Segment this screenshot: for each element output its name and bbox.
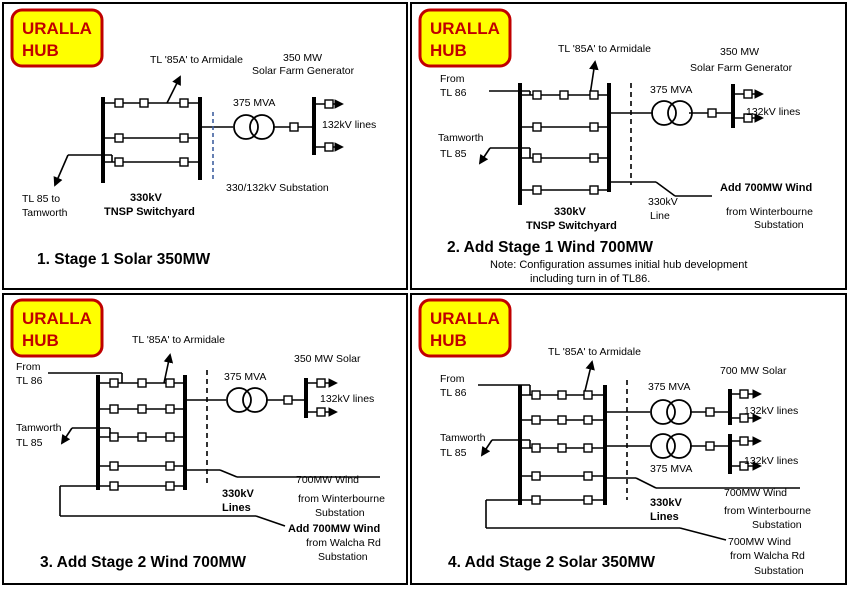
label-132kv-lines: 132kV lines — [746, 106, 800, 118]
label-tl85: TL 85 — [440, 148, 467, 160]
stage-title: 4. Add Stage 2 Solar 350MW — [448, 554, 655, 571]
label-330kv-line: 330kV — [648, 196, 678, 208]
label-132kv-lines: 132kV lines — [322, 119, 376, 131]
label-winterbourne-wind: 700MW Wind — [724, 487, 787, 499]
label-lines: Lines — [650, 511, 679, 523]
breakers — [532, 89, 753, 195]
breakers — [531, 389, 749, 505]
label-add-walcha-wind: Add 700MW Wind — [288, 523, 380, 535]
panel-3-border — [2, 293, 408, 585]
panel-1: URALLA HUB — [10, 8, 376, 268]
label-from: From — [440, 373, 465, 385]
transformer-icon — [650, 399, 692, 425]
label-tl85a: TL '85A' to Armidale — [150, 54, 243, 66]
hub-label-line2: HUB — [430, 331, 467, 350]
label-lines: Lines — [222, 502, 251, 514]
label-from: From — [440, 73, 465, 85]
label-330kv: 330kV — [554, 206, 586, 218]
hub-label-line1: URALLA — [430, 309, 500, 328]
label-tl86: TL 86 — [16, 375, 43, 387]
label-substation: Substation — [754, 219, 804, 231]
label-tl86: TL 86 — [440, 87, 467, 99]
label-solar-capacity: 350 MW — [283, 52, 322, 64]
panel-2: URALLA HUB — [418, 8, 813, 285]
label-substation: 330/132kV Substation — [226, 182, 329, 194]
hub-label-line1: URALLA — [22, 309, 92, 328]
hub-label-line1: URALLA — [22, 19, 92, 38]
hub-label-line2: HUB — [22, 331, 59, 350]
label-tl86: TL 86 — [440, 387, 467, 399]
label-switchyard: TNSP Switchyard — [526, 220, 617, 232]
hub-label-line1: URALLA — [430, 19, 500, 38]
label-132kv-lines-2: 132kV lines — [744, 455, 798, 467]
label-from: From — [16, 361, 41, 373]
label-solar: 700 MW Solar — [720, 365, 787, 377]
panel-4-border — [410, 293, 847, 585]
label-from-winterbourne: from Winterbourne — [298, 493, 385, 505]
hub-badge: URALLA HUB — [10, 8, 104, 68]
label-transformer-mva-2: 375 MVA — [650, 463, 692, 475]
label-132kv-lines: 132kV lines — [320, 393, 374, 405]
label-add-wind: Add 700MW Wind — [720, 182, 812, 194]
breakers — [114, 98, 334, 167]
label-transformer-mva: 375 MVA — [233, 97, 275, 109]
label-winterbourne-wind: 700MW Wind — [296, 474, 359, 486]
label-substation-2: Substation — [754, 565, 804, 577]
panel-1-border — [2, 2, 408, 290]
label-tl85a: TL '85A' to Armidale — [548, 346, 641, 358]
label-solar: 350 MW Solar — [294, 353, 361, 365]
hub-badge: URALLA HUB — [418, 298, 512, 358]
hub-badge: URALLA HUB — [10, 298, 104, 358]
label-tl85: TL 85 to — [22, 193, 60, 205]
label-transformer-mva-1: 375 MVA — [648, 381, 690, 393]
label-solar-capacity: 350 MW — [720, 46, 759, 58]
note-line2: including turn in of TL86. — [530, 273, 650, 285]
label-330kv: 330kV — [130, 192, 162, 204]
label-substation: Substation — [752, 519, 802, 531]
hub-label-line2: HUB — [430, 41, 467, 60]
label-tl85a: TL '85A' to Armidale — [558, 43, 651, 55]
breakers — [109, 378, 326, 491]
transformer-icon — [226, 387, 268, 413]
label-from-walcha: from Walcha Rd — [306, 537, 381, 549]
label-tamworth: Tamworth — [16, 422, 62, 434]
label-tl85a: TL '85A' to Armidale — [132, 334, 225, 346]
panel-2-border — [410, 2, 847, 290]
label-from-winterbourne: from Winterbourne — [724, 505, 811, 517]
hub-label-line2: HUB — [22, 41, 59, 60]
transformer-icon — [651, 100, 693, 126]
label-330kv: 330kV — [650, 497, 682, 509]
label-transformer-mva: 375 MVA — [224, 371, 266, 383]
transformer-icon — [233, 114, 275, 140]
label-132kv-lines-1: 132kV lines — [744, 405, 798, 417]
label-tl85: TL 85 — [16, 437, 43, 449]
label-substation-2: Substation — [318, 551, 368, 563]
label-transformer-mva: 375 MVA — [650, 84, 692, 96]
panel-3: URALLA HUB — [10, 298, 385, 571]
label-tamworth: Tamworth — [22, 207, 68, 219]
panel-4: URALLA HUB — [418, 298, 811, 577]
stage-title: 1. Stage 1 Solar 350MW — [37, 251, 211, 268]
label-switchyard: TNSP Switchyard — [104, 206, 195, 218]
hub-badge: URALLA HUB — [418, 8, 512, 68]
label-solar-generator: Solar Farm Generator — [252, 65, 355, 77]
label-from-winterbourne: from Winterbourne — [726, 206, 813, 218]
note-line1: Note: Configuration assumes initial hub … — [490, 259, 747, 271]
label-tl85: TL 85 — [440, 447, 467, 459]
label-substation: Substation — [315, 507, 365, 519]
label-330kv: 330kV — [222, 488, 254, 500]
label-from-walcha: from Walcha Rd — [730, 550, 805, 562]
label-walcha-wind: 700MW Wind — [728, 536, 791, 548]
transformer-icon — [650, 433, 692, 459]
stage-title: 3. Add Stage 2 Wind 700MW — [40, 554, 246, 571]
circuit-lines — [53, 75, 344, 187]
label-tamworth: Tamworth — [438, 132, 484, 144]
label-line: Line — [650, 210, 670, 222]
label-tamworth: Tamworth — [440, 432, 486, 444]
label-solar-generator: Solar Farm Generator — [690, 62, 793, 74]
stage-title: 2. Add Stage 1 Wind 700MW — [447, 239, 653, 256]
